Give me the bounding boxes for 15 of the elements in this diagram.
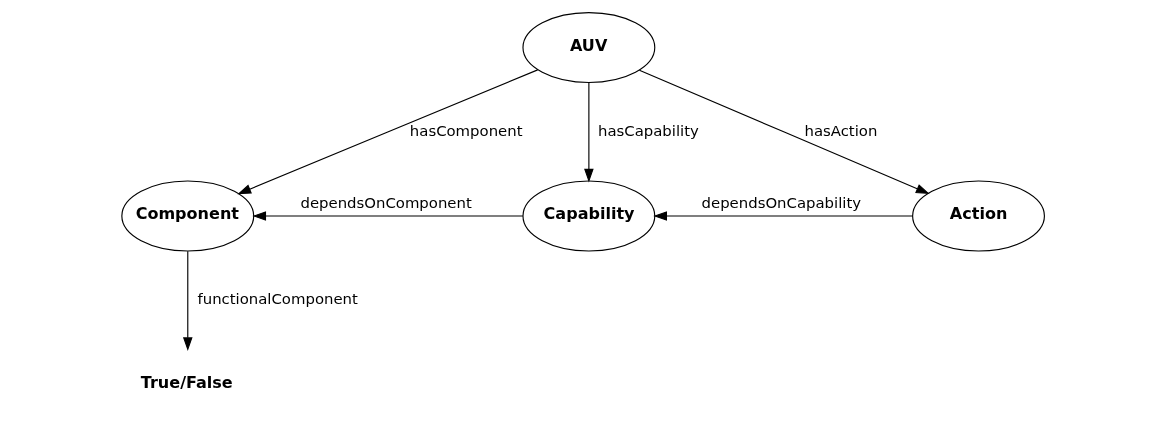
arrow [653,211,913,221]
arrow [638,69,930,195]
node-text: True/False [140,372,233,392]
arrow [237,69,539,195]
edge-label: hasAction [804,121,878,140]
edge-label: hasComponent [409,121,523,140]
edge-label: dependsOnComponent [300,194,472,213]
node-ellipse: Capability [522,180,656,252]
edge-label: hasCapability [597,121,699,140]
node-ellipse: AUV [522,12,656,84]
edge-label: functionalComponent [197,290,358,309]
arrow [252,211,524,221]
edge-label: dependsOnCapability [701,194,862,213]
arrow [584,82,594,183]
arrow [182,250,193,352]
